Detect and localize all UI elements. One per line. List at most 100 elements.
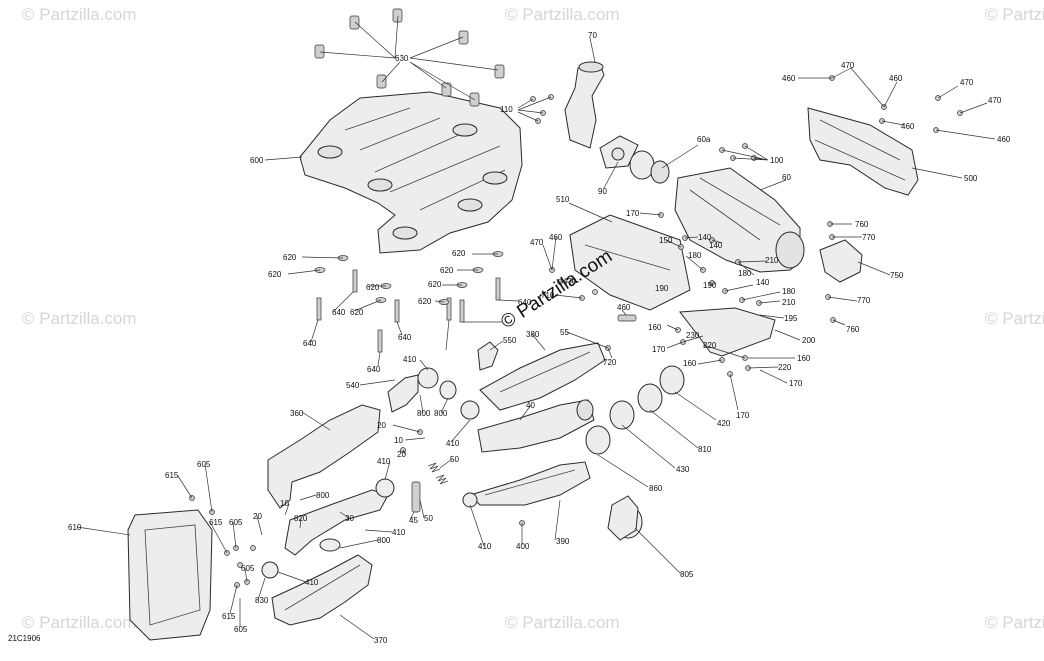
callout-640: 640 [332,308,346,317]
diagram-code: 21C1906 [8,634,41,643]
callout-380: 380 [526,330,540,339]
callout-470: 470 [530,238,544,247]
callout-210: 210 [782,298,796,307]
callout-470: 470 [841,61,855,70]
clamps-410 [261,367,480,579]
callout-460: 460 [901,122,915,131]
callout-620: 620 [350,308,364,317]
callout-410: 410 [377,457,391,466]
bracket-200 [679,307,776,357]
callout-labels: 630 70 110 600 60a 100 60 90 460 470 460… [68,31,1011,645]
callout-20: 20 [253,512,262,521]
watermark: © Partzilla.com [505,5,620,24]
grommets-630 [314,8,505,107]
pipe-30 [284,489,389,556]
callout-190: 190 [655,284,669,293]
callout-805: 805 [680,570,694,579]
callout-160: 160 [648,323,662,332]
callout-60a: 60a [697,135,711,144]
callout-140: 140 [698,233,712,242]
callout-55: 55 [560,328,569,337]
callout-620: 620 [268,270,282,279]
callout-605: 605 [197,460,211,469]
callout-605: 605 [229,518,243,527]
callout-90: 90 [598,187,607,196]
watermark: © Partzilla.com [22,613,137,632]
callout-50: 50 [424,514,433,523]
header-pipe-40 [477,399,595,453]
header-shield-370 [271,554,373,626]
callout-60: 60 [782,173,791,182]
flange-550 [477,341,499,371]
callout-410: 410 [403,355,417,364]
callout-400: 400 [516,542,530,551]
callout-410: 410 [446,439,460,448]
callout-640: 640 [518,298,532,307]
callout-220: 220 [703,341,717,350]
callout-460: 460 [617,303,631,312]
callout-470: 470 [988,96,1002,105]
callout-820: 820 [294,514,308,523]
watermark: © Partzilla.com [22,309,137,328]
springs-50 [411,462,449,513]
callout-620: 620 [283,253,297,262]
callout-420: 420 [717,419,731,428]
skid-plate-600 [299,91,523,254]
callout-620: 620 [440,266,454,275]
callout-640: 640 [398,333,412,342]
callout-770: 770 [862,233,876,242]
callout-770: 770 [857,296,871,305]
header-pipe-360 [267,404,381,509]
callout-630: 630 [395,54,409,63]
callout-100: 100 [770,156,784,165]
callout-500: 500 [964,174,978,183]
callout-190: 190 [703,281,717,290]
callout-550: 550 [503,336,517,345]
callout-615: 615 [209,518,223,527]
callout-170: 170 [736,411,750,420]
callout-10: 10 [394,436,403,445]
callout-110: 110 [500,105,513,114]
callout-360: 360 [290,409,304,418]
callout-390: 390 [556,537,570,546]
callout-460: 460 [782,74,796,83]
leader-lines [76,15,996,640]
callout-170: 170 [652,345,666,354]
callout-605: 605 [234,625,248,634]
callout-470: 470 [960,78,974,87]
callout-180: 180 [688,251,702,260]
heat-shield-750 [819,239,863,283]
callout-750: 750 [890,271,904,280]
callout-70: 70 [588,31,597,40]
callout-760: 760 [846,325,860,334]
callout-800: 800 [434,409,448,418]
header-pipe-380 [479,342,606,411]
callout-860: 860 [649,484,663,493]
callout-40: 40 [526,401,535,410]
callout-810: 810 [698,445,712,454]
callout-180: 180 [782,287,796,296]
callout-620: 620 [452,249,466,258]
callout-800: 800 [316,491,330,500]
callout-610: 610 [68,523,82,532]
callout-160: 160 [797,354,811,363]
callout-150: 150 [659,236,673,245]
callout-45: 45 [409,516,418,525]
watermark-layer: © Partzilla.com © Partzilla.com © Partzi… [22,5,1044,632]
washers-620 [314,251,504,305]
skid-plate-610 [127,509,213,641]
callout-720: 720 [603,358,617,367]
watermark: © Partzilla.com [985,613,1044,632]
callout-640: 640 [303,339,317,348]
callout-160: 160 [683,359,697,368]
callout-760: 760 [855,220,869,229]
callout-180: 180 [738,269,752,278]
callout-20: 20 [397,450,406,459]
callout-460: 460 [549,233,563,242]
callout-200: 200 [802,336,816,345]
callout-615: 615 [222,612,236,621]
heat-shield-510 [569,214,691,311]
callout-20: 20 [377,421,386,430]
